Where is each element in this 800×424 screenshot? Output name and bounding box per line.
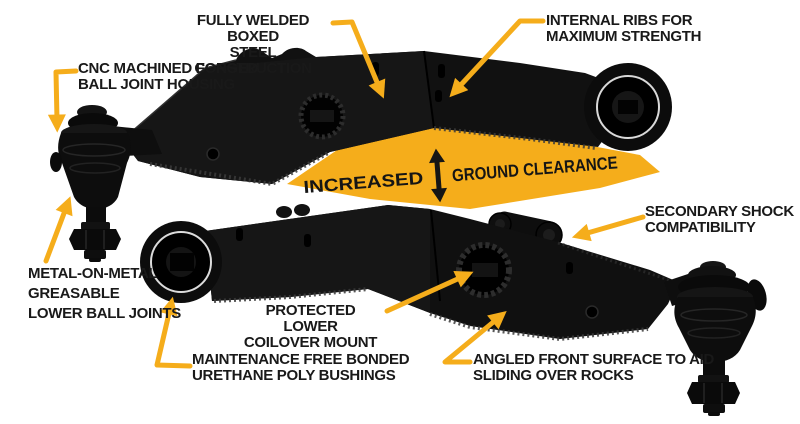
lower-arm-lug (276, 206, 292, 218)
ground-clearance-banner: INCREASED GROUND CLEARANCE (287, 124, 660, 209)
leader-fully-welded (330, 19, 386, 99)
leader-protected-coilover (384, 271, 474, 314)
upper-arm-hole-detail (310, 110, 334, 122)
coilover-mount-detail (472, 263, 498, 277)
callout-leader-lines (43, 18, 646, 369)
upper-arm-left-facet (122, 51, 434, 184)
upper-arm-weld-seam-right (433, 126, 597, 150)
leader-maintenance-bushings (154, 296, 193, 369)
ball-joint-thread (703, 404, 725, 413)
upper-arm-hex-hole (206, 147, 220, 161)
housing-groove (680, 308, 748, 322)
ball-joint-stud (703, 360, 725, 378)
lower-arm-slot (566, 262, 573, 274)
callout-protected-coilover: PROTECTED LOWER COILOVER MOUNT (243, 302, 378, 351)
ball-joint-thread (84, 250, 106, 259)
banner-shape (287, 124, 660, 209)
upper-arm-weld-seam-left (149, 150, 331, 187)
leader-cnc-housing (47, 68, 79, 133)
callout-metal-on-metal: METAL-ON-METAL GREASABLE LOWER BALL JOIN… (28, 265, 181, 322)
lower-arm-left-facet (205, 205, 430, 313)
housing-groove (69, 162, 121, 174)
lower-arm-hex-hole (585, 305, 599, 319)
upper-arm-slot (438, 64, 445, 78)
callout-cnc-housing: CNC MACHINED FORGED BALL JOINT HOUSING (78, 60, 259, 93)
ball-joint-thread-tip (89, 258, 101, 262)
lower-arm-weld-seam-right (429, 312, 649, 342)
callout-fully-welded: FULLY WELDED BOXED STEEL CONSTRUCTION (194, 12, 312, 77)
lower-arm-slot (236, 228, 243, 241)
upper-control-arm (121, 47, 672, 187)
upper-arm-top-highlight (121, 59, 237, 141)
leader-secondary-shock (571, 214, 646, 242)
leader-angled-front (442, 310, 507, 365)
upper-ball-joint (50, 105, 162, 262)
lower-ball-joint (664, 261, 767, 416)
lower-arm-weld-seam-left (213, 287, 369, 303)
grease-fitting (50, 152, 62, 172)
lower-arm-slot (304, 234, 311, 247)
leader-metal-on-metal (43, 196, 73, 264)
ball-joint-housing (674, 297, 756, 362)
lower-arm-bushing-eye (140, 221, 222, 303)
callout-maintenance-bushings: MAINTENANCE FREE BONDED URETHANE POLY BU… (192, 351, 410, 384)
callout-internal-ribs: INTERNAL RIBS FOR MAXIMUM STRENGTH (546, 12, 702, 45)
ball-joint-thread-tip (708, 412, 720, 416)
ball-joint-collar (698, 375, 729, 383)
housing-groove (687, 327, 741, 339)
ball-joint-nut (687, 382, 740, 404)
callout-angled-front: ANGLED FRONT SURFACE TO AID SLIDING OVER… (473, 351, 715, 384)
ball-joint-housing (58, 133, 131, 209)
upper-arm-crease (423, 50, 435, 129)
lower-arm-weld-seam-top (557, 241, 673, 283)
double-vertical-arrow-icon (429, 148, 448, 203)
callout-secondary-shock: SECONDARY SHOCK COMPATIBILITY (645, 203, 794, 236)
upper-arm-slot (435, 90, 442, 102)
lower-arm-lug (294, 204, 310, 216)
housing-groove (62, 143, 126, 157)
leader-internal-ribs (449, 18, 546, 98)
ball-joint-collar (81, 222, 110, 230)
ball-joint-nut (69, 229, 121, 250)
upper-arm-bushing-eye (584, 63, 672, 151)
lower-control-arm (140, 204, 678, 342)
ball-joint-stud (86, 207, 106, 225)
